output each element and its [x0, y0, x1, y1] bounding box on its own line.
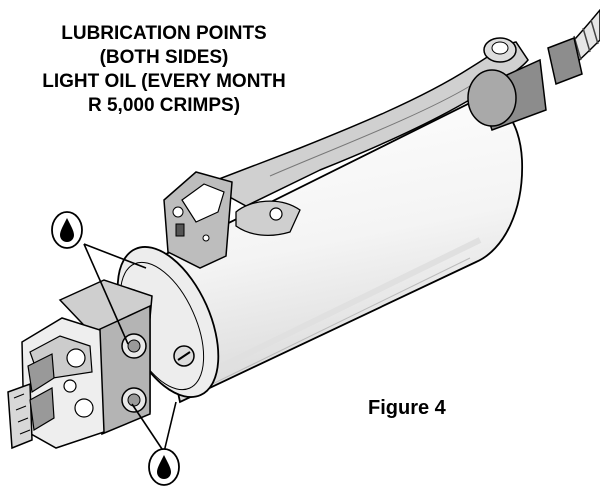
lubrication-line-2: (BOTH SIDES)	[99, 47, 229, 68]
oil-drop-callout-lower	[148, 448, 180, 486]
locator-bracket	[163, 171, 301, 269]
callout-leader-lines	[83, 243, 177, 453]
oil-drop-icon	[60, 218, 74, 242]
lubrication-line-4: R 5,000 CRIMPS)	[87, 95, 241, 116]
air-hose	[547, 8, 600, 86]
cylinder-body	[148, 100, 523, 404]
oil-drop-callout-upper	[51, 211, 83, 249]
lubrication-line-1: LUBRICATION POINTS	[61, 23, 267, 44]
figure-label: Figure 4	[368, 397, 446, 419]
rear-pivot-bracket	[467, 37, 547, 131]
jaw-die-set	[7, 317, 105, 450]
oil-drop-icon	[157, 455, 171, 479]
lubrication-instructions: LUBRICATION POINTS (BOTH SIDES) LIGHT OI…	[14, 22, 314, 118]
lubrication-line-3: LIGHT OIL (EVERY MONTH	[42, 71, 286, 92]
